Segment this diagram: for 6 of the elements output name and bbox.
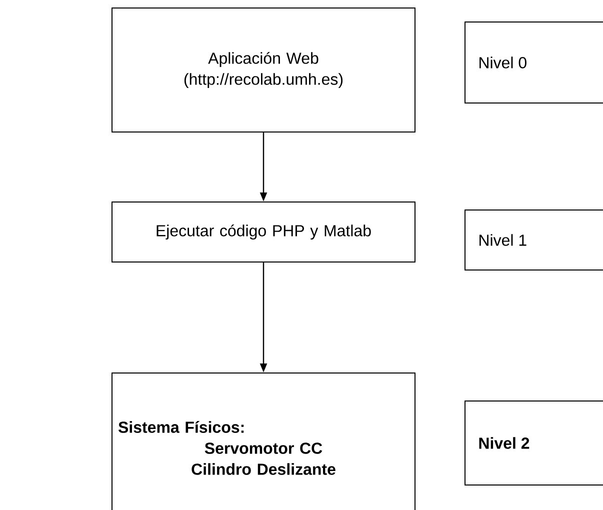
level-box: Nivel 0 [464, 22, 603, 104]
process-box: Sistema Físicos: Servomotor CC Cilindro Deslizante [112, 372, 416, 510]
level-box: Nivel 1 [464, 209, 603, 270]
level-box: Nivel 2 [464, 400, 603, 486]
process-box: Ejecutar código PHP y Matlab [112, 202, 416, 262]
process-box: Aplicación Web (http://recolab.umh.es) [112, 8, 416, 132]
